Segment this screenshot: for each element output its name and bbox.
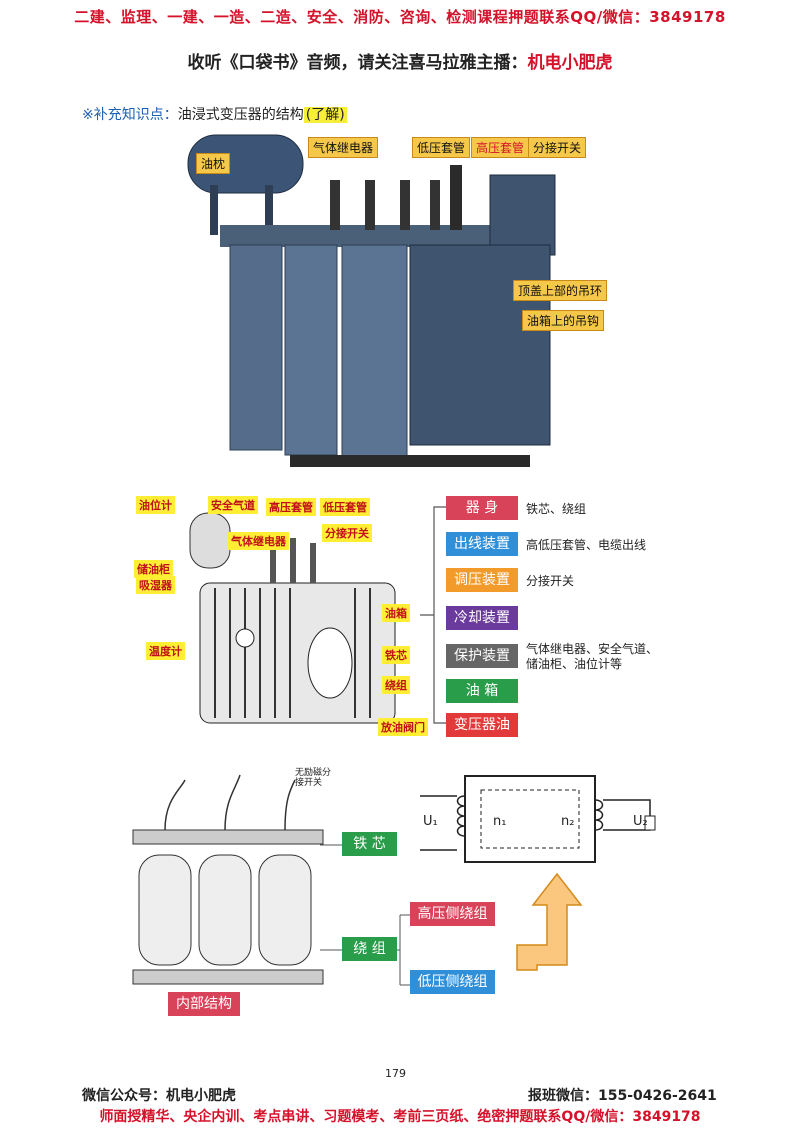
switch-note: 无励磁分接开关 [295, 768, 332, 788]
category-box-5: 油 箱 [446, 679, 518, 703]
winding-box: 绕 组 [342, 937, 397, 961]
category-desc-2: 分接开关 [526, 574, 575, 588]
category-desc-4: 气体继电器、安全气道、储油柜、油位计等 [526, 642, 659, 671]
label-lifting-hook: 油箱上的吊钩 [522, 310, 605, 331]
label-oil-gauge: 油位计 [136, 496, 175, 514]
category-box-4: 保护装置 [446, 644, 518, 668]
circuit-diagram: U₁ n₁ n₂ U₂ [415, 768, 665, 868]
subtitle: 收听《口袋书》音频，请关注喜马拉雅主播：机电小肥虎 [0, 48, 800, 73]
figure-transformer-photo: 油枕 气体继电器 低压套管 高压套管 分接开关 顶盖上部的吊环 油箱上的吊钩 [180, 125, 620, 485]
figure-transformer-diagram: 油位计 安全气道 高压套管 低压套管 气体继电器 分接开关 储油柜 吸湿器 油箱… [130, 488, 430, 753]
core-box: 铁 芯 [342, 832, 397, 856]
category-box-6: 变压器油 [446, 713, 518, 737]
internal-structure-sketch [132, 774, 324, 985]
label-oil-tank: 油箱 [382, 604, 410, 622]
circuit-u2: U₂ [633, 814, 648, 829]
category-desc-1: 高低压套管、电缆出线 [526, 538, 647, 552]
low-winding-box: 低压侧绕组 [410, 970, 495, 994]
label-low-bushing: 低压套管 [320, 498, 370, 516]
supplement-mark: ※补充知识点： [82, 107, 178, 123]
page-number: 179 [385, 1067, 406, 1080]
label-gas-relay: 气体继电器 [308, 137, 379, 158]
label-lifting-ring: 顶盖上部的吊环 [513, 280, 608, 301]
supplement-text: 油浸式变压器的结构 [177, 107, 304, 123]
label-thermometer: 温度计 [146, 642, 185, 660]
subtitle-prefix: 收听《口袋书》音频，请关注喜马拉雅主播： [187, 53, 528, 73]
label-breather: 吸湿器 [136, 576, 175, 594]
label-core: 铁芯 [382, 646, 410, 664]
transformer-sketch [189, 512, 396, 724]
label-tap-switch: 分接开关 [528, 137, 587, 158]
circuit-sketch [420, 775, 656, 863]
supplement-highlight: (了解) [303, 107, 347, 123]
footer-banner: 师面授精华、央企内训、考点串讲、习题模考、考前三页纸、绝密押题联系QQ/微信：3… [99, 1109, 701, 1125]
label-low-bushing: 低压套管 [412, 137, 471, 158]
category-box-2: 调压装置 [446, 568, 518, 592]
circuit-u1: U₁ [423, 814, 438, 829]
category-box-0: 器 身 [446, 496, 518, 520]
category-box-1: 出线装置 [446, 532, 518, 556]
footer-wechat-public: 微信公众号：机电小肥虎 [82, 1088, 236, 1104]
label-oil-pillow: 油枕 [196, 153, 231, 174]
subtitle-accent: 机电小肥虎 [527, 53, 613, 73]
circuit-n2: n₂ [561, 814, 575, 829]
label-high-bushing: 高压套管 [471, 137, 530, 158]
category-box-3: 冷却装置 [446, 606, 518, 630]
footer-signup: 报班微信：155-0426-2641 [528, 1088, 717, 1104]
label-winding: 绕组 [382, 676, 410, 694]
circuit-n1: n₁ [493, 814, 507, 829]
supplement-line: ※补充知识点：油浸式变压器的结构(了解) [82, 104, 347, 124]
label-safety-vent: 安全气道 [208, 496, 258, 514]
up-arrow [516, 872, 583, 971]
internal-structure-box: 内部结构 [168, 992, 240, 1016]
label-drain-valve: 放油阀门 [378, 718, 428, 736]
category-brace [420, 506, 446, 724]
figure-internal-structure: 无励磁分接开关 [125, 760, 335, 1020]
label-high-bushing: 高压套管 [266, 498, 316, 516]
category-desc-0: 铁芯、绕组 [526, 502, 587, 516]
label-tap-switch: 分接开关 [322, 524, 372, 542]
top-banner: 二建、监理、一建、一造、二造、安全、消防、咨询、检测课程押题联系QQ/微信：38… [74, 8, 726, 26]
label-gas-relay: 气体继电器 [228, 532, 289, 550]
label-conservator: 储油柜 [134, 560, 173, 578]
transformer-illustration [187, 134, 556, 467]
high-winding-box: 高压侧绕组 [410, 902, 495, 926]
